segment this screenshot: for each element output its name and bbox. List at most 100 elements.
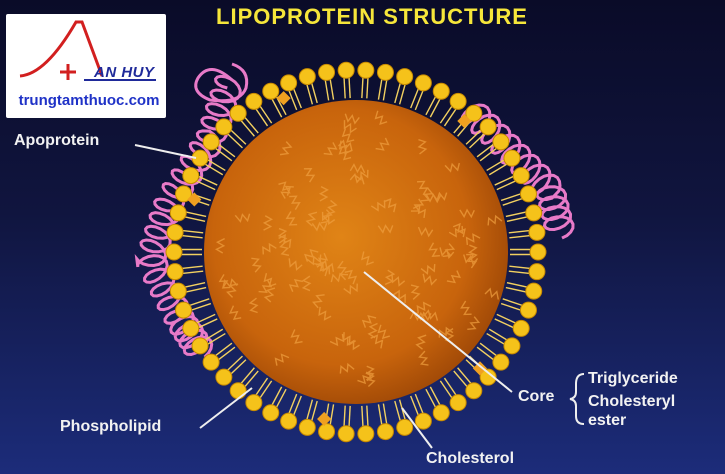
core-lipid-squiggle	[344, 113, 360, 125]
phospholipid-head	[245, 394, 263, 412]
core-lipid-squiggle	[416, 301, 432, 314]
phospholipid-head	[357, 61, 375, 79]
core-lipid-squiggle	[285, 211, 298, 226]
core-pointer	[363, 271, 513, 393]
core-lipid-squiggle	[466, 253, 478, 269]
phospholipid-head	[166, 223, 184, 241]
core-lipid-squiggle	[262, 215, 273, 231]
core-lipid-squiggle	[428, 242, 440, 257]
logo-brand: AN HUY	[94, 64, 155, 81]
core-lipid-squiggle	[303, 168, 316, 183]
phospholipid-label: Phospholipid	[60, 418, 162, 435]
core-lipid-squiggle	[301, 275, 312, 292]
phospholipid-head	[503, 337, 521, 355]
core-lipid-squiggle	[409, 310, 426, 322]
core-lipid-squiggle	[377, 224, 394, 234]
phospholipid-head	[202, 133, 220, 151]
core-lipid-squiggle	[367, 322, 378, 339]
phospholipid-head	[519, 185, 537, 203]
phospholipid-head	[492, 353, 510, 371]
core-lipid-squiggle	[226, 283, 239, 298]
core-lipid-squiggle	[431, 191, 448, 202]
core-lipid-squiggle	[234, 213, 251, 223]
core-lipid-squiggle	[329, 333, 345, 347]
cholesterol-molecule	[317, 411, 332, 427]
core-lipid-squiggle	[290, 329, 303, 344]
core-lipid-squiggle	[344, 269, 358, 285]
core-lipid-squiggle	[384, 269, 396, 286]
core-lipid-squiggle	[448, 225, 464, 238]
logo: AN HUY trungtamthuoc.com	[6, 14, 166, 118]
core-lipid-squiggle	[339, 362, 355, 374]
diagram-title: LIPOPROTEIN STRUCTURE	[216, 4, 528, 29]
core-lipid-squiggle	[341, 128, 355, 143]
phospholipid-head	[166, 263, 184, 281]
core-label: Core	[518, 388, 555, 405]
phospholipid-head	[202, 353, 220, 371]
phospholipid-head	[528, 263, 546, 281]
core-lipid-squiggle	[248, 297, 259, 314]
core-lipid-squiggle	[305, 211, 318, 227]
phospholipid-head	[465, 104, 483, 122]
phospholipid-head	[357, 425, 375, 443]
core-lipid-squiggle	[338, 145, 352, 161]
core-lipid-squiggle	[279, 141, 293, 156]
core-lipid-squiggle	[349, 163, 366, 174]
phospholipid-head	[525, 204, 543, 222]
core-lipid-squiggle	[444, 162, 460, 173]
core-lipid-squiggle	[319, 259, 335, 273]
core-lipid-squiggle	[375, 137, 390, 151]
phospholipid-head	[318, 423, 336, 441]
core-lipid-squiggle	[377, 324, 391, 340]
phospholipid-head	[229, 104, 247, 122]
logo-url: trungtamthuoc.com	[18, 92, 160, 109]
core-lipid-squiggle	[346, 336, 360, 351]
phospholipid-head	[525, 282, 543, 300]
apoprotein-pointer	[134, 144, 197, 159]
phospholipid-head	[169, 204, 187, 222]
core-lipid-squiggle	[410, 284, 421, 300]
core-lipid-squiggle	[484, 287, 500, 300]
phospholipid-head	[182, 167, 200, 185]
core-lipid-squiggle	[365, 371, 376, 388]
cholesterol-label: Cholesterol	[426, 450, 515, 467]
core-lipid-squiggle	[467, 316, 481, 330]
core-bracket	[569, 373, 585, 425]
phospholipid-head	[165, 243, 183, 261]
core-lipid-squiggle	[465, 233, 481, 246]
core-lipid-squiggle	[417, 226, 434, 238]
core-lipid-squiggle	[420, 263, 436, 275]
phospholipid-head	[262, 82, 280, 100]
core-lipid-squiggle	[323, 142, 338, 156]
phospholipid-head	[229, 382, 247, 400]
phospholipid-head	[449, 92, 467, 110]
core-lipid-squiggle	[313, 252, 329, 266]
core-lipid-squiggle	[338, 140, 352, 155]
phospholipid-head	[245, 92, 263, 110]
core-lipid-squiggle	[222, 278, 238, 288]
core-lipid-squiggle	[330, 272, 347, 283]
cholesterol-molecule	[187, 192, 202, 207]
phospholipid-head	[376, 63, 394, 81]
core-lipid-squiggle	[263, 287, 276, 303]
core-lipid-squiggle	[392, 289, 406, 303]
core-lipid-squiggle	[289, 195, 301, 211]
core-lipid-squiggle	[262, 242, 277, 255]
phospholipid-head	[215, 368, 233, 386]
core-lipid-squiggle	[349, 172, 365, 185]
core-lipid-squiggle	[263, 273, 277, 288]
cholesterol-pointer	[401, 407, 433, 449]
core-lipid-squiggle	[278, 181, 291, 196]
phospholipid-head	[182, 319, 200, 337]
core-lipid-squiggle	[446, 270, 461, 284]
core-lipid-squiggle	[410, 198, 425, 212]
core-lipid-squiggle	[452, 222, 466, 238]
core-lipid-squiggle	[318, 185, 329, 202]
core-lipid-squiggle	[422, 273, 438, 286]
pointer-lines	[134, 144, 585, 449]
core-lipid-squiggle	[326, 199, 338, 216]
core-lipid-squiggle	[418, 350, 429, 366]
core-lipid-squiggle	[360, 251, 374, 266]
core-lipid-squiggle	[218, 274, 231, 289]
